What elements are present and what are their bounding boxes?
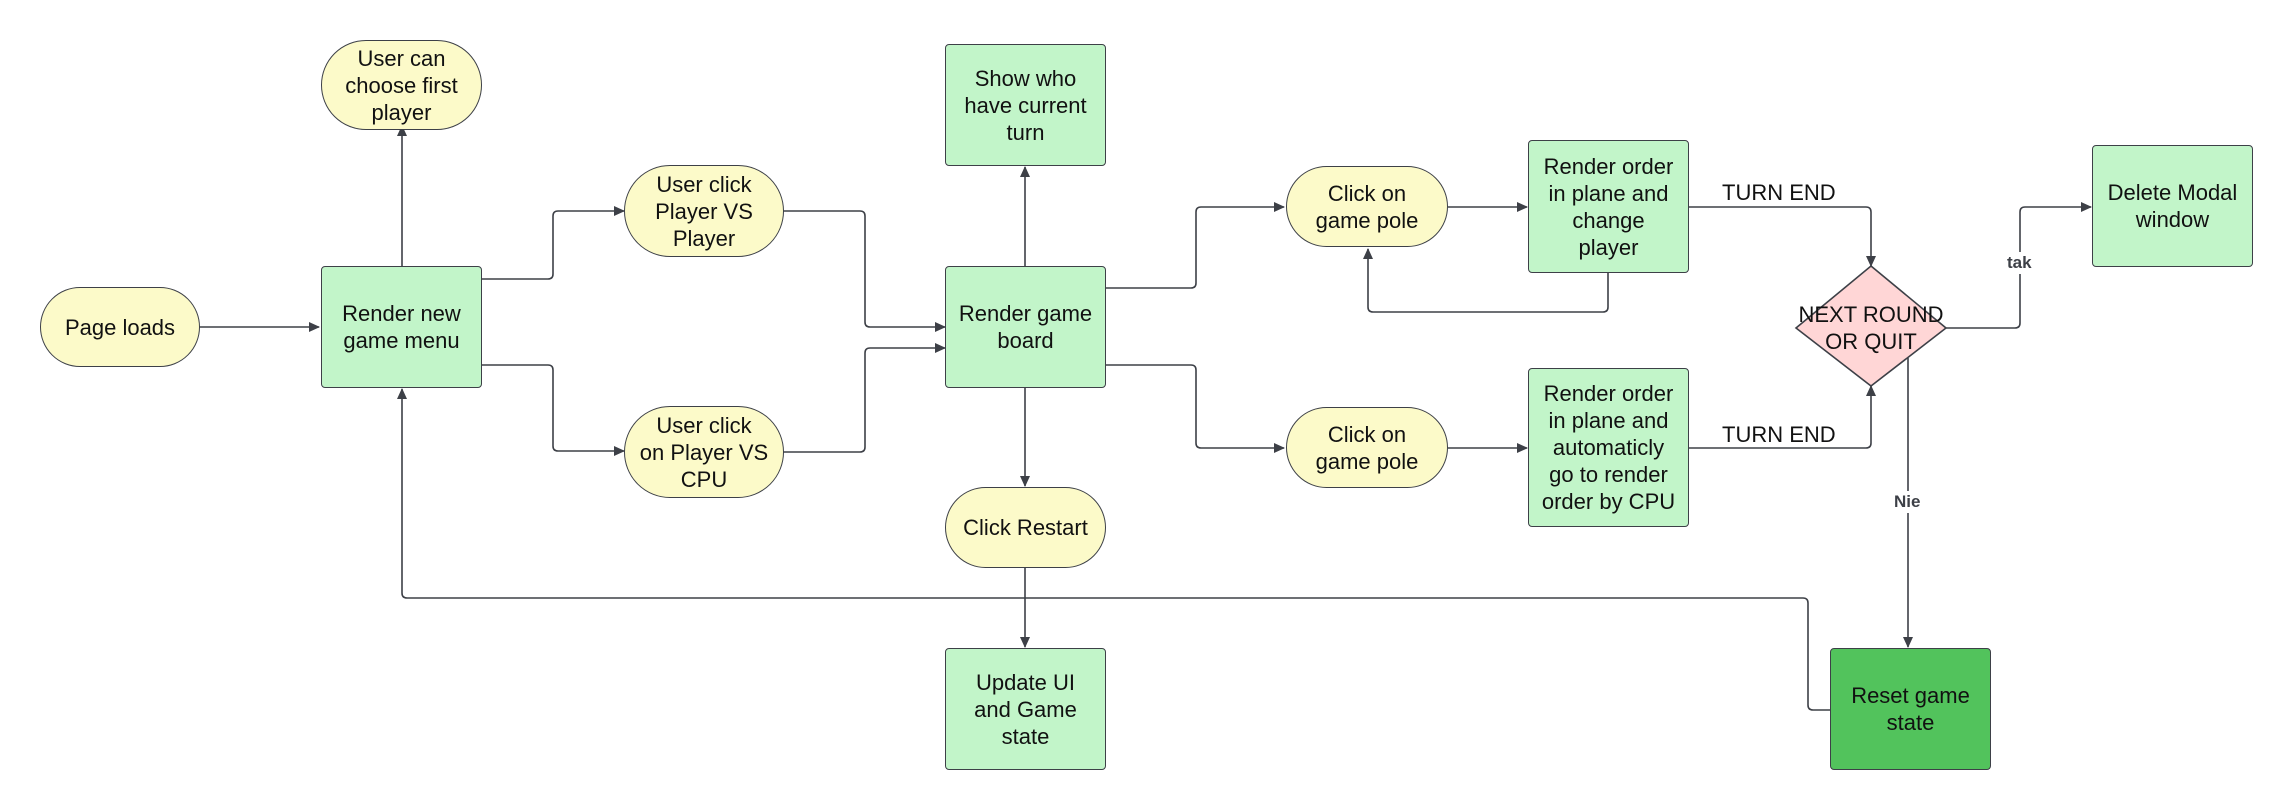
- edge-board-to-pole-top: [1106, 202, 1285, 289]
- next-round-or-quit-label: NEXT ROUND OR QUIT: [1798, 302, 1944, 354]
- edge-reset-to-menu: [397, 388, 1830, 711]
- edge-menu-to-pvcpu: [482, 364, 625, 456]
- edge-render-order-to-decision: [1689, 206, 1876, 267]
- render-game-board-node: Render game board: [945, 266, 1106, 388]
- turn-end-top-label: TURN END: [1722, 180, 1836, 205]
- render-order-cpu-node: Render order in plane and automaticly go…: [1528, 368, 1689, 527]
- edge-menu-to-pvp: [482, 206, 625, 280]
- update-ui-state-node: Update UI and Game state: [945, 648, 1106, 770]
- edge-board-to-pole-bottom: [1106, 364, 1285, 453]
- click-game-pole-bottom-node: Click on game pole: [1286, 407, 1448, 488]
- page-loads-node: Page loads: [40, 287, 200, 367]
- show-current-turn-node: Show who have current turn: [945, 44, 1106, 166]
- user-choose-first-player-node: User can choose first player: [321, 40, 482, 130]
- click-game-pole-top-node: Click on game pole: [1286, 166, 1448, 247]
- tak-label: tak: [2004, 252, 2035, 274]
- edge-pvp-to-board: [782, 210, 946, 332]
- delete-modal-window-node: Delete Modal window: [2092, 145, 2253, 267]
- edge-render-cpu-to-decision: [1689, 385, 1876, 449]
- user-click-pvcpu-node: User click on Player VS CPU: [624, 406, 784, 498]
- turn-end-bottom-label: TURN END: [1722, 422, 1836, 447]
- render-new-game-menu-node: Render new game menu: [321, 266, 482, 388]
- reset-game-state-node: Reset game state: [1830, 648, 1991, 770]
- edge-pvcpu-to-board: [782, 343, 946, 453]
- user-click-pvp-node: User click Player VS Player: [624, 165, 784, 257]
- render-order-change-player-node: Render order in plane and change player: [1528, 140, 1689, 273]
- click-restart-node: Click Restart: [945, 487, 1106, 568]
- edge-render-order-loop: [1363, 248, 1609, 313]
- nie-label: Nie: [1891, 491, 1924, 513]
